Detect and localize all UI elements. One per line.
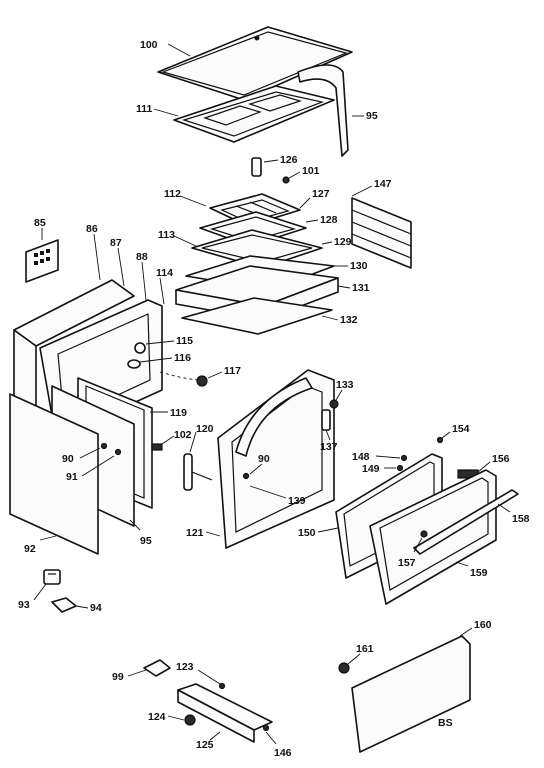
part-91-screw: 91 [66, 448, 122, 483]
label-158: 158 [512, 513, 530, 525]
label-87: 87 [110, 237, 122, 249]
part-132-drip-tray: 132 [181, 297, 358, 335]
label-95-bottom: 95 [140, 535, 152, 547]
label-95-top: 95 [366, 110, 378, 122]
part-137-hinge-arm: 137 [320, 409, 338, 453]
label-92: 92 [24, 543, 36, 555]
label-127: 127 [312, 188, 330, 200]
label-132: 132 [340, 314, 358, 326]
label-91: 91 [66, 471, 78, 483]
part-124-foot: 124 [148, 711, 196, 726]
label-137: 137 [320, 441, 338, 453]
label-147: 147 [374, 178, 392, 190]
part-129-broil-pan: 113 129 [158, 229, 352, 269]
part-99-clip: 99 [112, 659, 171, 683]
label-161: 161 [356, 643, 374, 655]
part-154-screw: 154 [436, 423, 470, 444]
part-92-outer-door: 92 [9, 393, 99, 555]
label-111: 111 [136, 103, 153, 115]
part-121-door-frame: 121 [186, 369, 335, 549]
part-101-screw: 101 [282, 165, 320, 184]
part-117-knob: 117 [159, 365, 241, 387]
part-90-screw-center: 90 [242, 453, 270, 480]
label-133: 133 [336, 379, 354, 391]
label-112: 112 [164, 188, 181, 200]
label-121: 121 [186, 527, 204, 539]
part-85-nameplate: 85 [25, 217, 59, 283]
part-158-door-handle: 158 [413, 489, 530, 555]
label-146: 146 [274, 747, 292, 759]
part-146-screw: 146 [262, 724, 292, 759]
part-160-drawer-panel: 160 [351, 619, 492, 753]
part-102-hinge: 102 [151, 429, 192, 451]
part-149-screw: 149 [362, 463, 404, 475]
label-88: 88 [136, 251, 148, 263]
label-101: 101 [302, 165, 320, 177]
part-139-gasket: 139 [249, 485, 306, 507]
label-115: 115 [176, 335, 193, 347]
part-120-door-handle: 120 [183, 423, 214, 491]
label-113: 113 [158, 229, 175, 241]
part-90-screw-left: 90 [62, 442, 108, 465]
label-148: 148 [352, 451, 370, 463]
label-156: 156 [492, 453, 510, 465]
label-159: 159 [470, 567, 488, 579]
part-100-top-panel: 100 [140, 26, 353, 101]
label-130: 130 [350, 260, 368, 272]
part-147-rack: 147 [351, 178, 412, 269]
label-90-center: 90 [258, 453, 270, 465]
label-160: 160 [474, 619, 492, 631]
label-157: 157 [398, 557, 416, 569]
part-95-rear-frame: 95 [297, 64, 378, 157]
part-87-frame: 87 [110, 237, 125, 287]
part-133-hinge-pin: 133 [329, 379, 354, 409]
label-123: 123 [176, 661, 194, 673]
label-94: 94 [90, 602, 102, 614]
label-114: 114 [156, 267, 173, 279]
part-125-kick-panel: 125 [177, 683, 273, 751]
part-94-bracket: 94 [51, 597, 102, 614]
label-129: 129 [334, 236, 352, 248]
label-86: 86 [86, 223, 98, 235]
part-157-screw: 157 [398, 530, 428, 569]
part-111-burner-box: 111 [136, 85, 335, 143]
part-123-screw: 123 [176, 661, 226, 690]
part-148-screw: 148 [352, 451, 408, 463]
label-99: 99 [112, 671, 124, 683]
part-93-latch: 93 [18, 569, 61, 611]
part-114-front-frame: 114 [156, 267, 173, 305]
label-117: 117 [224, 365, 241, 377]
label-139: 139 [288, 495, 306, 507]
diagram-code: BS [438, 717, 453, 729]
label-119: 119 [170, 407, 187, 419]
label-126: 126 [280, 154, 298, 166]
label-125: 125 [196, 739, 214, 751]
part-126-element: 126 [251, 154, 298, 177]
label-120: 120 [196, 423, 214, 435]
label-124: 124 [148, 711, 166, 723]
label-102: 102 [174, 429, 192, 441]
label-116: 116 [174, 352, 191, 364]
label-93: 93 [18, 599, 30, 611]
label-100: 100 [140, 39, 158, 51]
label-154: 154 [452, 423, 470, 435]
part-115-light-socket: 115 [134, 335, 193, 354]
part-116-lens: 116 [127, 352, 191, 369]
label-131: 131 [352, 282, 370, 294]
label-128: 128 [320, 214, 338, 226]
label-149: 149 [362, 463, 380, 475]
label-90-left: 90 [62, 453, 74, 465]
label-150: 150 [298, 527, 316, 539]
part-161-knob: 161 [338, 643, 374, 674]
label-85: 85 [34, 217, 46, 229]
